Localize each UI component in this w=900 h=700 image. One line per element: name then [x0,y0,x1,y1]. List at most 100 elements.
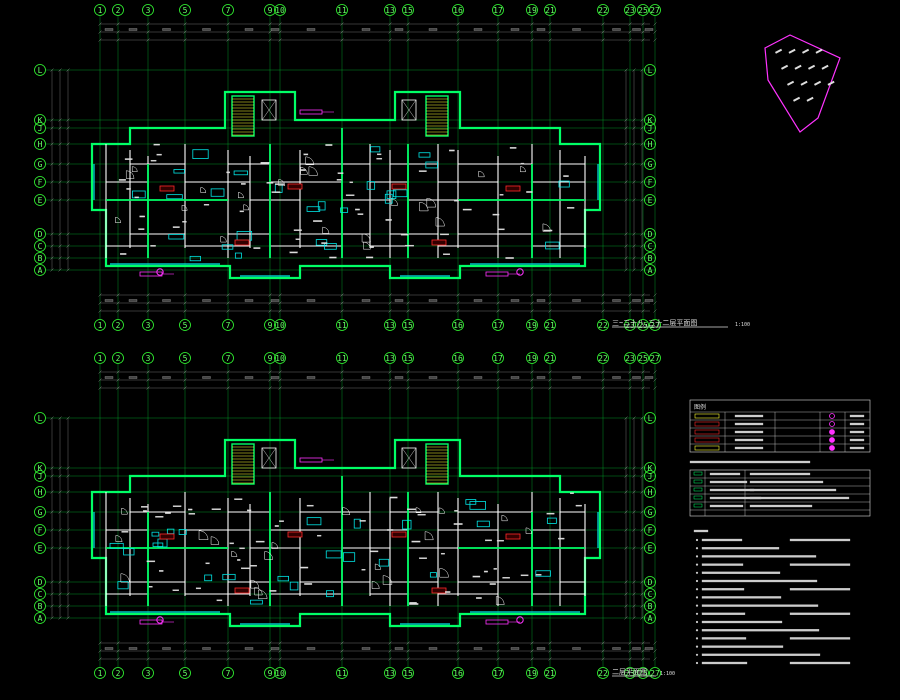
axis-bubble [336,4,348,16]
dimension-text-mark [104,299,114,302]
axis-bubble [402,667,414,679]
room-label-mark [121,531,129,533]
dimension-tick [50,604,54,608]
dimension-text-mark [361,28,371,31]
axis-label-row: B [38,602,43,611]
dimension-tick [98,378,102,382]
axis-bubble [452,319,464,331]
axis-bubble [492,667,504,679]
dimension-tick [226,386,230,390]
dimension-tick [66,118,70,122]
legend-swatch [694,413,720,419]
dimension-tick [388,301,392,305]
axis-label-col: 10 [275,321,285,330]
axis-bubble [644,412,656,424]
axis-bubble [644,462,656,474]
dimension-tick [406,301,410,305]
dimension-text-mark [612,299,621,302]
floor-plan-upper: 1122335577991010111113131515161617171919… [34,4,661,331]
dimension-tick [268,641,272,645]
dimension-tick [268,30,272,34]
axis-bubble [649,667,661,679]
axis-label-row: F [38,178,43,187]
dimension-tick [530,22,534,26]
dimension-tick [146,386,150,390]
room-label-mark [369,246,374,248]
room-label-mark [295,238,301,240]
dimension-tick [628,657,632,661]
axis-bubble [452,352,464,364]
axis-label-row: H [38,488,43,497]
axis-bubble [402,319,414,331]
dimension-text-mark [632,647,641,650]
dimension-tick [98,641,102,645]
dimension-tick [632,466,636,470]
axis-label-col: 11 [337,6,347,15]
room-label-mark [124,158,133,160]
door-swing [520,166,526,173]
dimension-tick [50,118,54,122]
axis-label-row: J [648,472,653,481]
legend-swatch [694,421,720,427]
axis-bubble [644,122,656,134]
axis-bubble [644,228,656,240]
drain-symbol [156,616,164,624]
dimension-tick [632,474,636,478]
dimension-tick [653,309,657,313]
dimension-tick [624,616,628,620]
axis-label-row: H [38,140,43,149]
dimension-tick [632,244,636,248]
dimension-tick [640,416,644,420]
dimension-tick [406,657,410,661]
dimension-tick [98,38,102,42]
dimension-text-mark [612,28,621,31]
axis-label-row: A [648,266,653,275]
drain-symbol [156,268,164,276]
note-text-mark [789,637,851,640]
fixture [429,572,437,578]
axis-bubble [264,352,276,364]
dimension-tick [632,256,636,260]
dimension-tick [388,38,392,42]
dimension-text-mark [536,28,546,31]
dimension-tick [340,38,344,42]
axis-label-col: 5 [183,669,188,678]
dimension-tick [58,580,62,584]
dimension-tick [388,309,392,313]
axis-label-col: 22 [598,6,608,15]
dimension-tick [530,30,534,34]
axis-bubble [34,612,46,624]
dimension-tick [496,378,500,382]
legend-text-mark [734,414,764,418]
dimension-tick [640,118,644,122]
dimension-tick [406,378,410,382]
room-label-mark [386,529,394,531]
axis-bubble [384,352,396,364]
dimension-tick [548,378,552,382]
room-label-mark [205,562,210,565]
axis-bubble [644,176,656,188]
legend-symbol [829,437,835,443]
dimension-tick [632,592,636,596]
dimension-tick [624,162,628,166]
axis-bubble [644,612,656,624]
axis-label-col: 1 [98,354,103,363]
dimension-tick [146,22,150,26]
dimension-tick [226,30,230,34]
axis-bubble [384,667,396,679]
dimension-tick [278,641,282,645]
stair-core [231,95,255,137]
fixture [469,501,486,510]
dimension-tick [58,180,62,184]
note-bullet [695,637,699,640]
legend-text-mark [849,446,865,450]
room-label-mark [496,539,504,542]
room-label-mark [325,144,333,146]
door-swing [382,575,393,585]
dimension-tick [388,641,392,645]
dimension-tick [50,244,54,248]
dimension-tick [653,649,657,653]
axis-bubble [597,352,609,364]
room-label-mark [567,207,575,209]
door-swing [258,589,268,599]
